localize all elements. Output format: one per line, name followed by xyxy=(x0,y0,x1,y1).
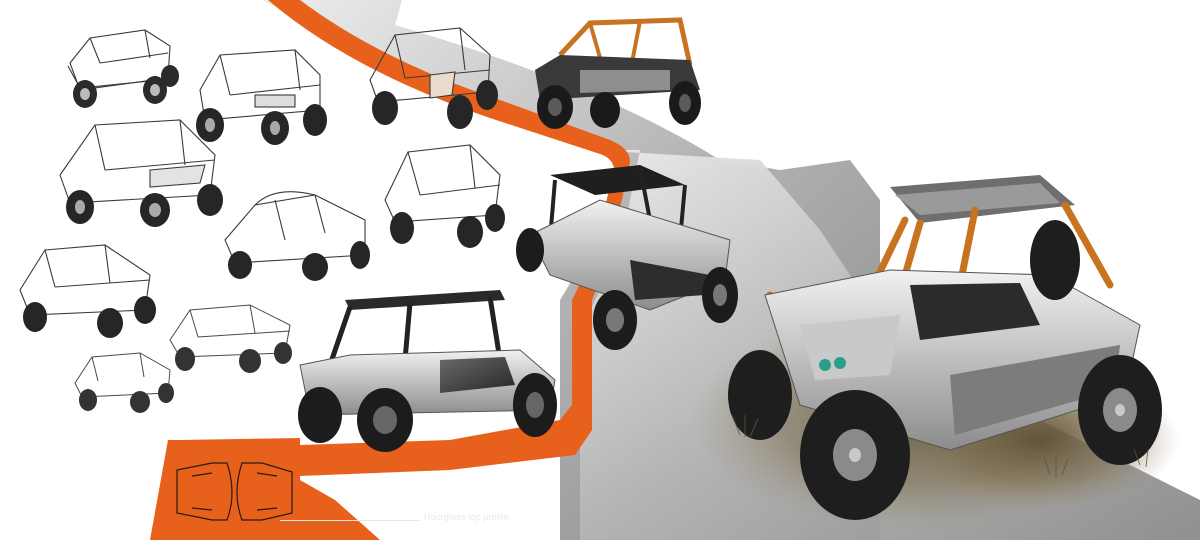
sketch-utv-9 xyxy=(380,140,505,250)
hourglass-top-profile-sketch xyxy=(172,458,302,528)
caption-text: Hourglass top profile xyxy=(424,512,509,522)
caption-leader-line xyxy=(280,520,420,521)
sketch-utv-3 xyxy=(50,115,225,227)
render-utv-hero xyxy=(720,175,1175,525)
sketch-utv-8 xyxy=(360,20,500,135)
sketch-utv-5 xyxy=(15,235,160,340)
render-utv-front xyxy=(510,160,750,360)
sketch-utv-6 xyxy=(165,295,295,375)
sketch-utv-7 xyxy=(70,345,175,415)
render-utv-orange-cage xyxy=(520,15,705,130)
render-utv-side xyxy=(290,285,565,455)
sketch-utv-1 xyxy=(50,18,185,113)
sketch-utv-4 xyxy=(215,185,375,281)
sketch-utv-2 xyxy=(185,40,335,150)
